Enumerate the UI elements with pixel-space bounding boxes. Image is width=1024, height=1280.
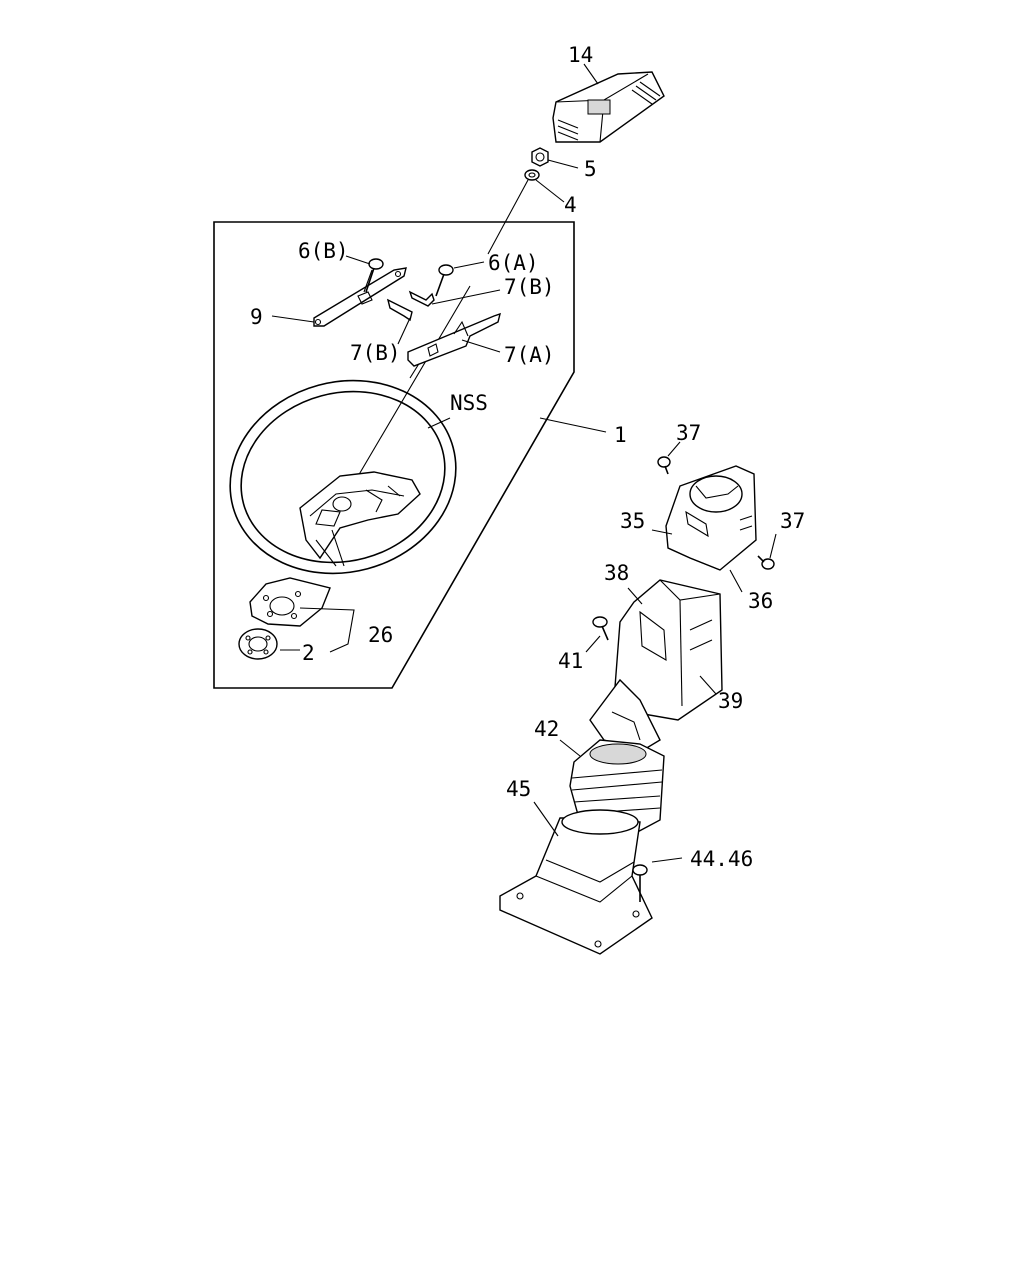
part-7a-bracket [407, 312, 501, 367]
label-6a: 6(A) [488, 251, 539, 275]
part-9-plate [313, 267, 407, 327]
steering-wheel-assembly-frame [213, 221, 575, 689]
label-45: 45 [506, 777, 531, 801]
label-37-top: 37 [676, 421, 701, 445]
leader-lines [271, 63, 777, 863]
label-38: 38 [604, 561, 629, 585]
part-26-hub-plate [249, 577, 331, 627]
label-26: 26 [368, 623, 393, 647]
label-5: 5 [584, 157, 597, 181]
part-45-base [499, 809, 653, 955]
label-35: 35 [620, 509, 645, 533]
label-9: 9 [250, 305, 263, 329]
part-7b-bracket-left [386, 298, 413, 322]
label-42: 42 [534, 717, 559, 741]
label-7b-right: 7(B) [504, 275, 555, 299]
part-14-cover [552, 71, 665, 143]
label-6b: 6(B) [298, 239, 349, 263]
part-5-nut [531, 147, 549, 167]
label-39: 39 [718, 689, 743, 713]
part-6a-bolt [435, 264, 454, 297]
label-14: 14 [568, 43, 593, 67]
part-7b-bracket-right [408, 290, 435, 307]
part-44-46-bolt [632, 864, 648, 902]
label-7a: 7(A) [504, 343, 555, 367]
label-4: 4 [564, 193, 577, 217]
part-6b-bolt [363, 258, 384, 293]
part-35-upper-cover [665, 465, 757, 571]
label-7b-left: 7(B) [350, 341, 401, 365]
part-38-column-shroud [613, 579, 723, 721]
part-41-screw [592, 616, 609, 641]
part-37-screw-right [757, 555, 775, 570]
label-nss: NSS [450, 391, 488, 415]
label-36: 36 [748, 589, 773, 613]
label-2: 2 [302, 641, 315, 665]
label-44-46: 44.46 [690, 847, 753, 871]
label-41: 41 [558, 649, 583, 673]
part-4-washer [524, 169, 540, 181]
label-37-right: 37 [780, 509, 805, 533]
part-2-hub-cap [238, 628, 278, 660]
steering-wheel [229, 379, 457, 575]
part-37-screw-top [657, 456, 671, 475]
label-1: 1 [614, 423, 627, 447]
